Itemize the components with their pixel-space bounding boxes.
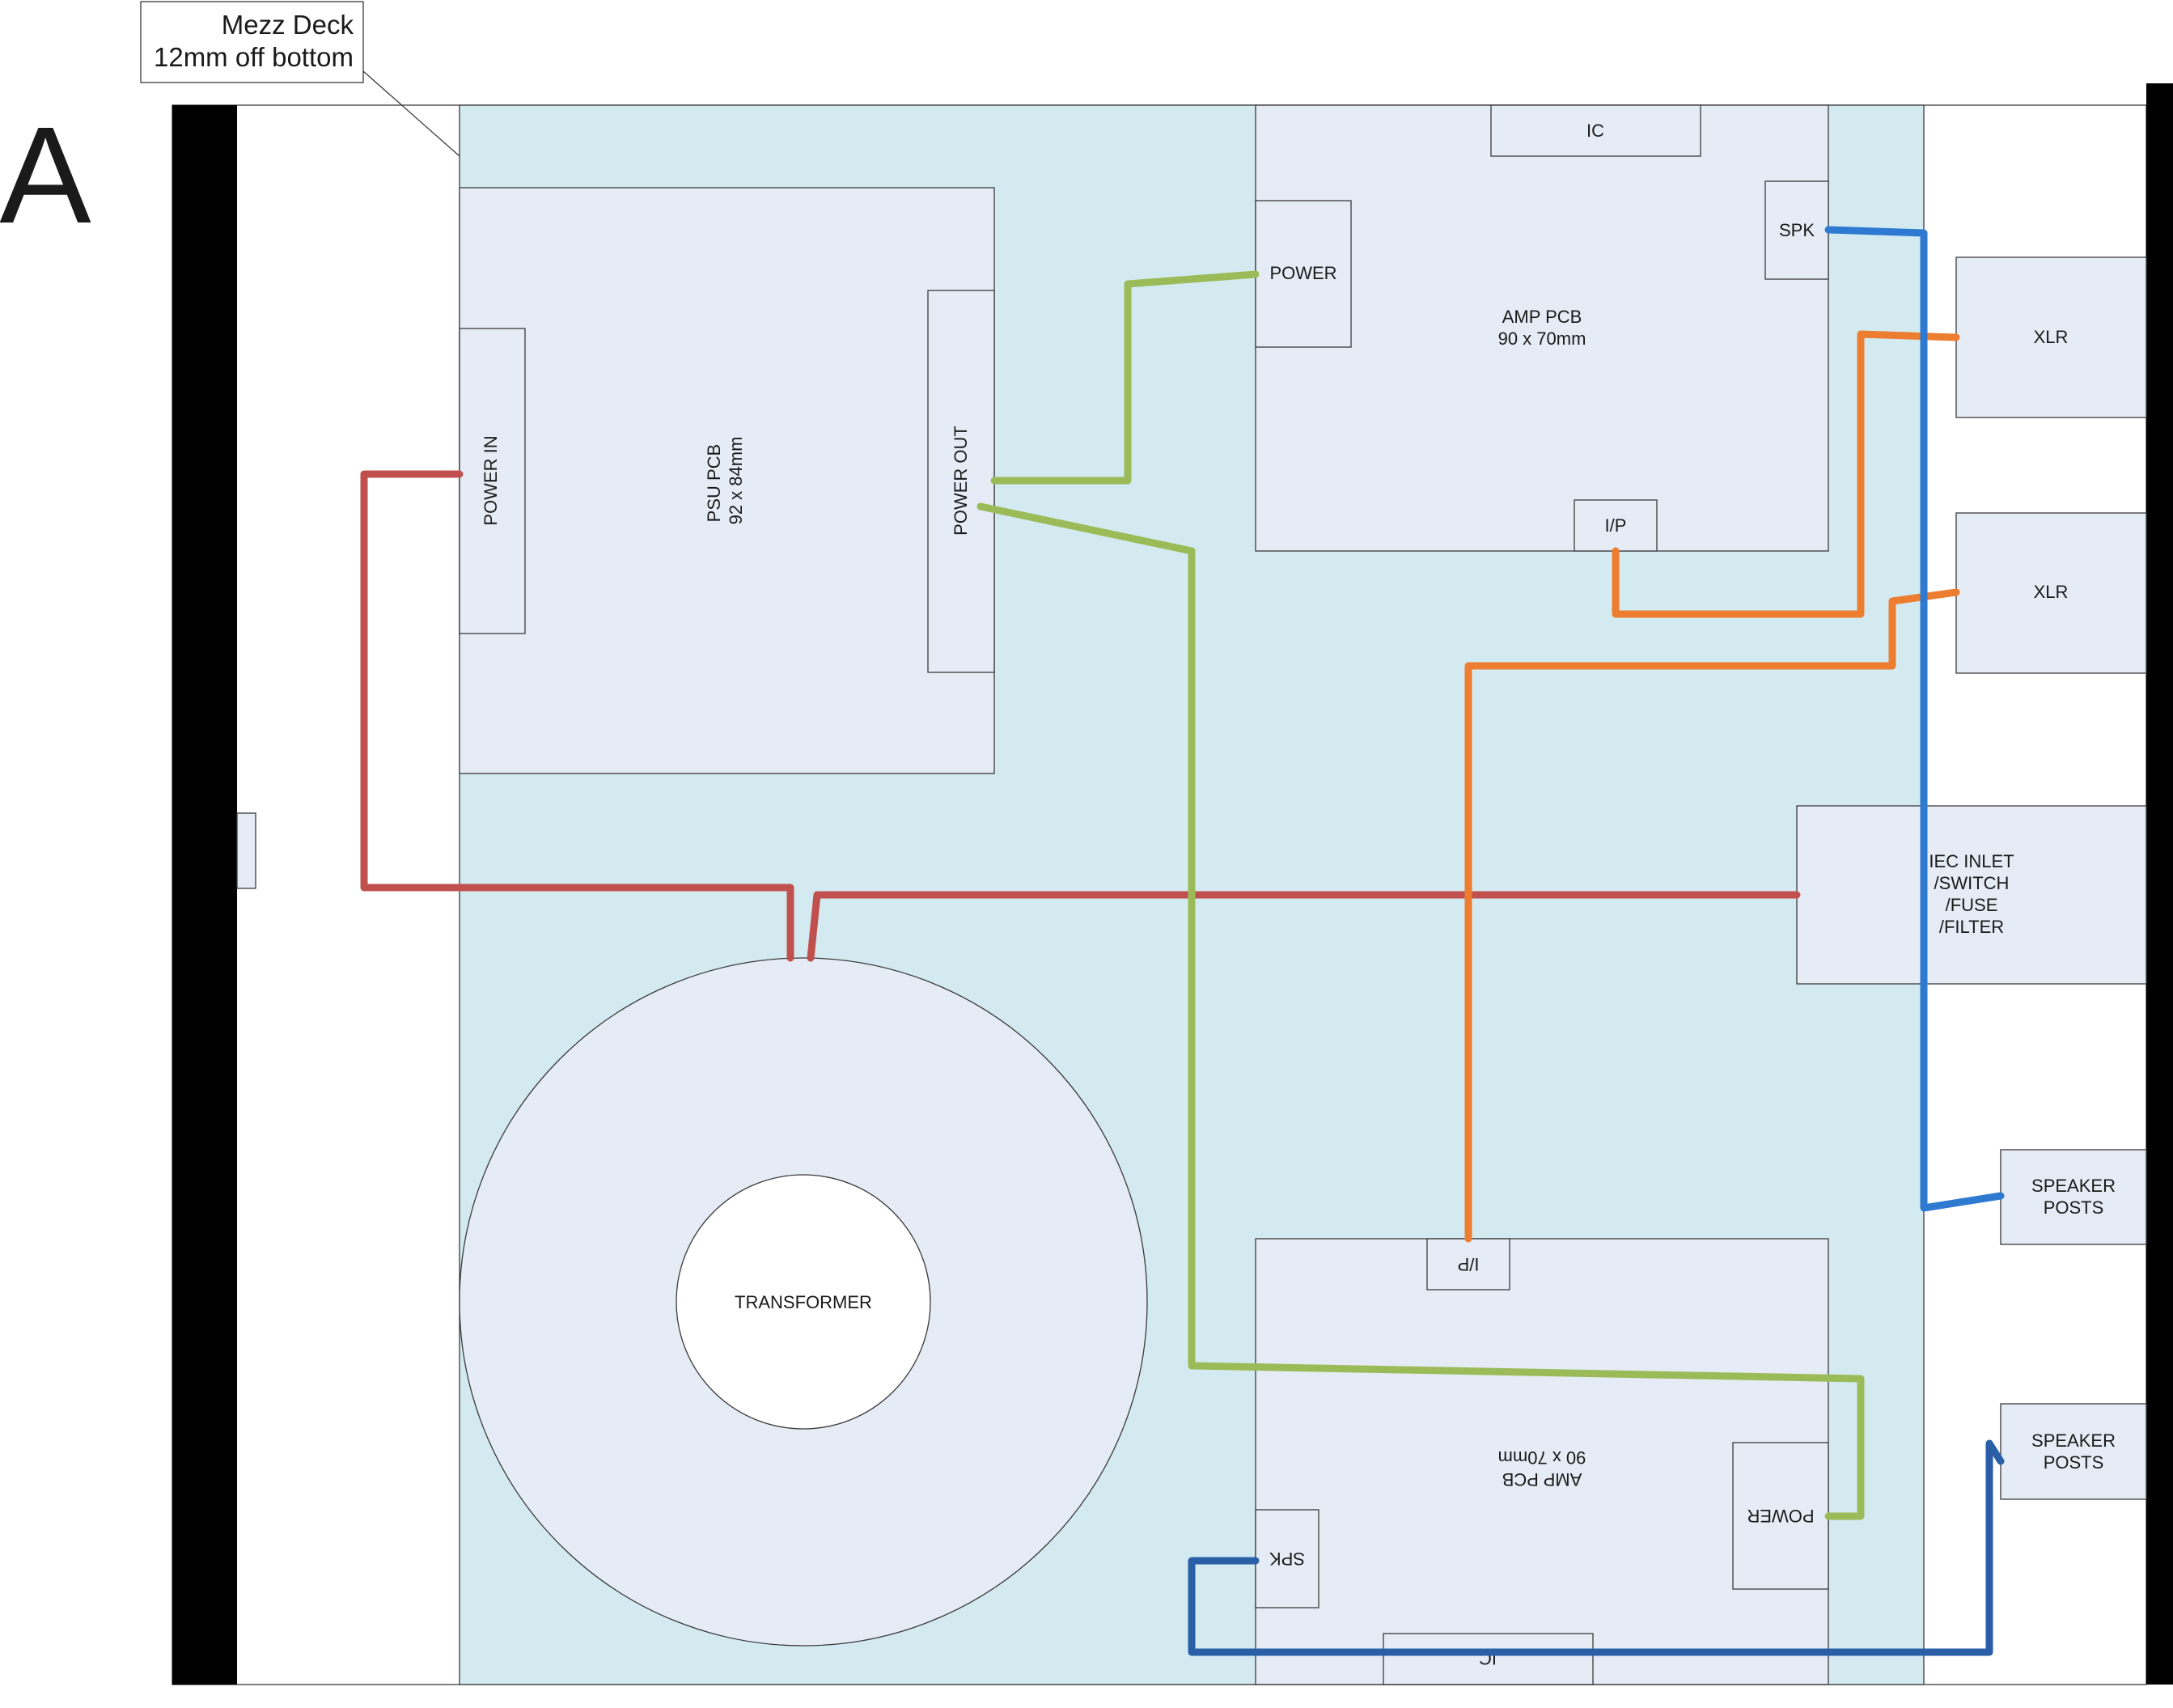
rear-panel — [2146, 83, 2173, 1685]
speaker-posts-1-line-1: SPEAKER — [2031, 1176, 2116, 1196]
amp-bottom-spk-label: SPK — [1269, 1549, 1305, 1569]
section-letter: A — [0, 99, 91, 252]
psu-power-in-connector — [459, 328, 526, 634]
amp-bottom-ip-label: I/P — [1458, 1254, 1480, 1274]
amp-top-power-connector — [1255, 200, 1352, 348]
iec-inlet: IEC INLET /SWITCH /FUSE /FILTER — [1796, 805, 2147, 985]
amp-pcb-top: AMP PCB 90 x 70mm IC POWER SPK I/P — [1255, 104, 1829, 552]
amp-top-ic-label: IC — [1586, 121, 1604, 141]
amp-top-spk-connector — [1764, 180, 1829, 280]
callout-box — [140, 1, 364, 83]
signal-wire-xlr-1 — [1612, 330, 1960, 618]
power-wire-amp-top — [990, 270, 1260, 485]
speaker-posts-2-line-2: POSTS — [2044, 1452, 2104, 1473]
amp-bottom-label-line-2: 90 x 70mm — [1498, 1447, 1586, 1468]
signal-wire-xlr-2 — [1464, 588, 1960, 1243]
amp-bottom-spk-connector — [1255, 1509, 1319, 1608]
xlr-2-body — [1955, 512, 2147, 674]
iec-inlet-label-line-1: IEC INLET — [1929, 851, 2014, 871]
psu-power-out-connector — [927, 290, 995, 673]
transformer-label: TRANSFORMER — [735, 1292, 872, 1312]
amp-top-power-label: POWER — [1269, 263, 1336, 283]
amp-top-ip-label: I/P — [1605, 515, 1627, 536]
iec-inlet-body — [1796, 805, 2147, 985]
amp-pcb-bottom: AMP PCB 90 x 70mm IC POWER SPK I/P — [1255, 1238, 1829, 1685]
psu-power-out-label: POWER OUT — [951, 426, 971, 536]
psu-pcb: PSU PCB 92 x 84mm POWER IN POWER OUT — [459, 187, 995, 774]
amp-top-spk-label: SPK — [1779, 220, 1815, 240]
speaker-posts-2-line-1: SPEAKER — [2031, 1430, 2116, 1451]
speaker-posts-1-line-2: POSTS — [2044, 1197, 2104, 1218]
front-panel-tab — [236, 812, 256, 889]
amp-top-label-line-1: AMP PCB — [1502, 307, 1582, 327]
power-wire-amp-bottom — [976, 502, 1865, 1520]
psu-pcb-label-line-2: 92 x 84mm — [726, 437, 746, 525]
xlr-2-label: XLR — [2034, 582, 2069, 602]
amp-bottom-label-line-1: AMP PCB — [1502, 1469, 1582, 1490]
speaker-posts-1: SPEAKER POSTS — [2000, 1149, 2147, 1245]
psu-power-in-label: POWER IN — [481, 435, 501, 525]
psu-pcb-label-line-1: PSU PCB — [704, 444, 724, 523]
callout-leader — [362, 70, 460, 157]
mains-wire-psu — [360, 470, 794, 962]
xlr-1-body — [1955, 256, 2147, 418]
amp-top-ic — [1490, 104, 1701, 157]
amp-bottom-ic — [1383, 1633, 1594, 1685]
xlr-connector-2: XLR — [1955, 512, 2147, 674]
amp-top-label-line-2: 90 x 70mm — [1498, 328, 1586, 349]
front-panel — [172, 105, 237, 1685]
amp-bottom-power-label: POWER — [1747, 1506, 1814, 1526]
speaker-posts-1-body — [2000, 1149, 2147, 1245]
callout-line-2: 12mm off bottom — [154, 42, 354, 72]
psu-pcb-label: PSU PCB 92 x 84mm — [704, 437, 746, 525]
speaker-posts-2-body — [2000, 1403, 2147, 1500]
iec-inlet-label-line-2: /SWITCH — [1934, 873, 2010, 893]
iec-inlet-label-line-4: /FILTER — [1939, 917, 2004, 937]
transformer-core — [676, 1174, 931, 1430]
xlr-connector-1: XLR — [1955, 256, 2147, 418]
speaker-posts-2: SPEAKER POSTS — [2000, 1403, 2147, 1500]
amp-top-ip-connector — [1574, 499, 1658, 552]
psu-pcb-board — [459, 187, 995, 774]
speaker-wire-bottom — [1188, 1439, 2005, 1656]
xlr-1-label: XLR — [2034, 327, 2069, 347]
speaker-wire-top — [1824, 226, 2005, 1212]
iec-inlet-label-line-3: /FUSE — [1946, 895, 1998, 915]
transformer: TRANSFORMER — [459, 957, 1148, 1647]
mezz-deck-callout: Mezz Deck 12mm off bottom — [140, 1, 460, 157]
callout-line-1: Mezz Deck — [222, 10, 354, 40]
